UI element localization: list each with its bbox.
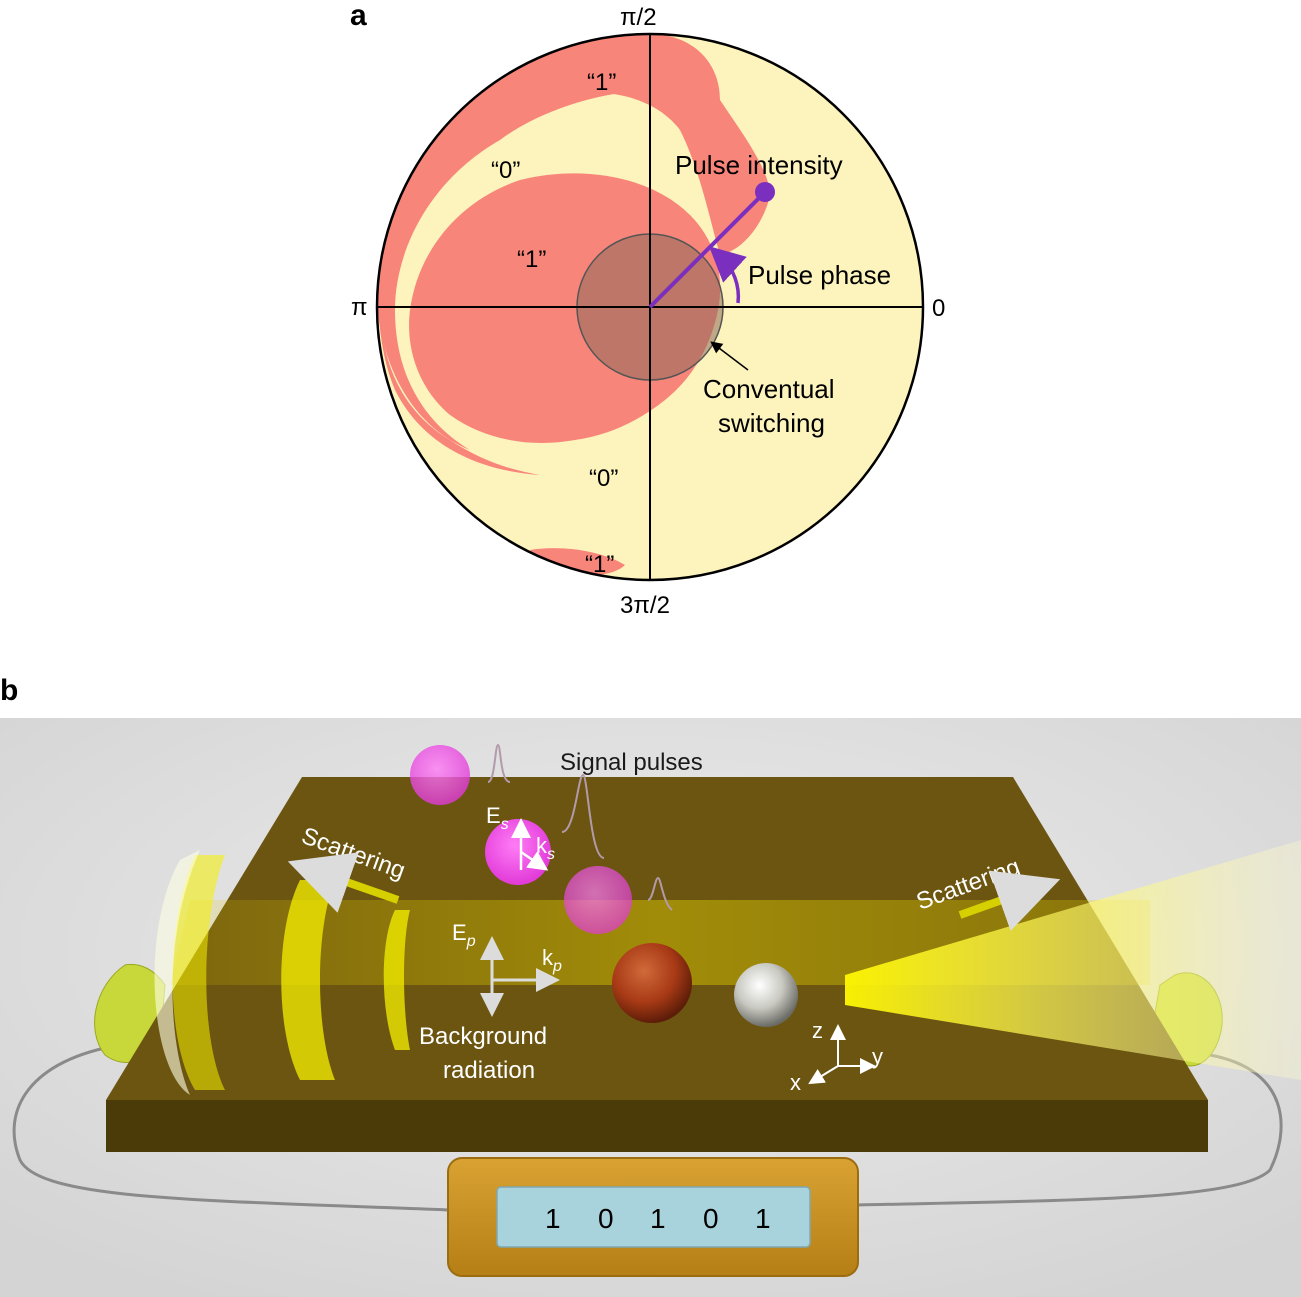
display-bit-5: 1 — [755, 1203, 771, 1234]
background-radiation-line2: radiation — [443, 1057, 535, 1084]
panel-a: a π/2 3π/2 π 0 “1” “0” “1” “0” “1” — [350, 0, 945, 619]
region-label-zero-upper: “0” — [491, 157, 520, 184]
slab-front-face — [106, 1100, 1208, 1152]
wavefront-4 — [154, 850, 200, 1095]
panel-b-label: b — [0, 674, 18, 707]
waveform-3 — [647, 876, 673, 911]
wire-left — [12, 1043, 449, 1212]
ks-label: ks — [536, 833, 555, 863]
background-radiation-line1: Background — [419, 1023, 547, 1050]
silver-particle — [734, 963, 798, 1027]
left-scattering-wavefronts — [154, 850, 410, 1095]
panel-b: b Signa — [0, 674, 1301, 1297]
coord-z-label: z — [812, 1018, 823, 1043]
waveform-1 — [487, 743, 511, 783]
pulse-phase-label: Pulse phase — [748, 260, 891, 290]
right-scattering-cone — [845, 840, 1301, 1080]
wavefront-1 — [383, 910, 410, 1050]
pulse-intensity-label: Pulse intensity — [675, 150, 843, 180]
red-particle — [612, 943, 692, 1023]
panel-a-label: a — [350, 0, 367, 32]
pulse-intensity-tip — [755, 182, 775, 202]
state-one-band-left — [377, 34, 650, 450]
coord-y-label: y — [872, 1044, 883, 1069]
axis-label-left: π — [351, 294, 368, 321]
ep-label: Ep — [452, 920, 476, 950]
signal-pulse-3 — [564, 866, 632, 934]
wavefront-3 — [172, 855, 225, 1090]
es-label: Es — [486, 803, 509, 833]
signal-pulse-1 — [410, 745, 470, 805]
coord-x-label: x — [790, 1070, 801, 1095]
wire-right — [857, 1053, 1283, 1207]
region-label-one-bottom: “1” — [585, 551, 614, 578]
readout-display — [496, 1186, 811, 1248]
region-label-zero-lower: “0” — [589, 465, 618, 492]
conventional-pointer — [710, 341, 749, 371]
conventional-label-line2: switching — [718, 408, 825, 438]
axis-label-top: π/2 — [620, 4, 657, 31]
pulse-phase-arrow — [709, 246, 747, 304]
display-bit-1: 1 — [545, 1203, 561, 1234]
display-bit-4: 0 — [703, 1203, 719, 1234]
signal-pulses-label: Signal pulses — [560, 749, 703, 776]
display-bit-3: 1 — [650, 1203, 666, 1234]
kp-label: kp — [542, 945, 562, 975]
region-label-one-top: “1” — [587, 69, 616, 96]
region-label-one-middle: “1” — [517, 246, 546, 273]
display-bit-2: 0 — [598, 1203, 614, 1234]
scattering-left-arrow — [287, 852, 400, 913]
ks-vector — [520, 850, 549, 871]
polar-outline — [375, 32, 925, 582]
waveform-2 — [561, 773, 605, 859]
pulse-intensity-vector — [648, 190, 767, 309]
conventional-label-line1: Conventual — [703, 374, 835, 404]
axis-label-right: 0 — [932, 295, 945, 322]
axis-label-bottom: 3π/2 — [620, 592, 670, 619]
wavefront-2 — [281, 880, 335, 1080]
scattering-right-arrow — [958, 870, 1061, 931]
coord-x-axis — [808, 1065, 839, 1085]
